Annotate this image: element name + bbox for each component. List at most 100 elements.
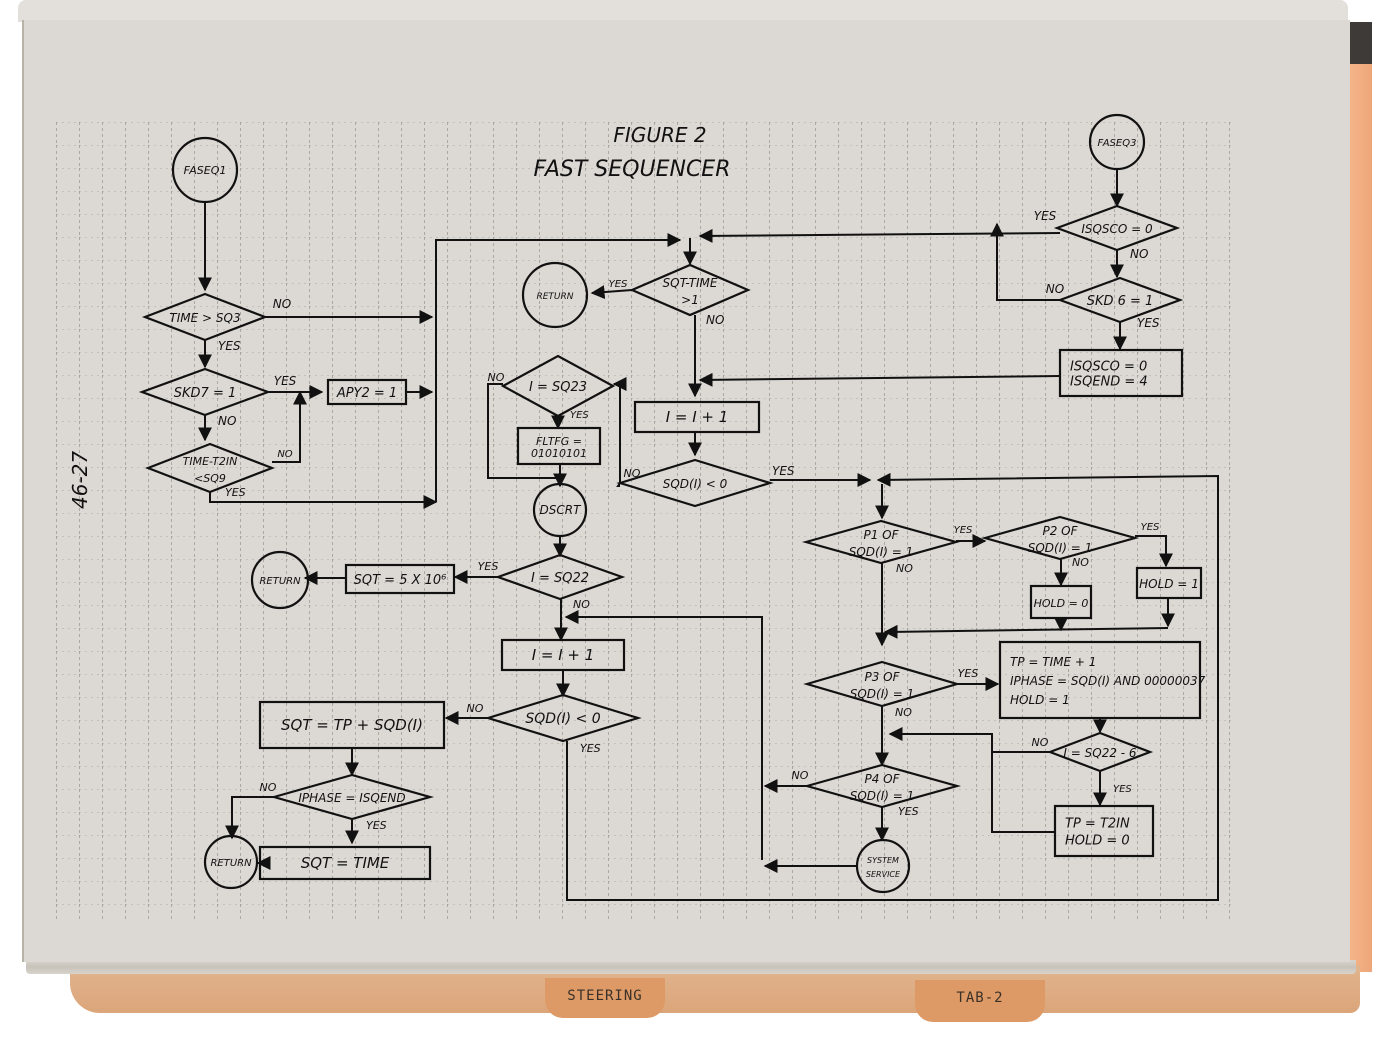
time-gt-sq3-text: TIME > SQ3 <box>169 311 240 325</box>
sqt-time-text: >1 <box>681 293 699 307</box>
skd7-text: SKD7 = 1 <box>174 386 237 401</box>
i-eq-sq22-text: I = SQ22 <box>531 571 589 586</box>
yes-label: YES <box>772 464 795 478</box>
yes-label: YES <box>1034 209 1057 223</box>
figure-subtitle: FAST SEQUENCER <box>533 157 730 182</box>
yes-label: YES <box>580 742 601 755</box>
i-inc-top-text: I = I + 1 <box>666 408 729 426</box>
isqsco-set-text: ISQSCO = 0 <box>1070 359 1147 374</box>
system-service-text: SYSTEM <box>867 856 899 865</box>
no-label: NO <box>896 562 913 575</box>
i-eq-sq22-decision <box>494 553 626 601</box>
no-label: NO <box>792 769 809 782</box>
no-label: NO <box>218 414 236 428</box>
p1-text: SQD(I) = 1 <box>849 545 914 559</box>
system-service-text: SERVICE <box>866 870 901 879</box>
p1-text: P1 OF <box>863 528 899 542</box>
connector-line <box>209 492 438 509</box>
no-label: NO <box>895 706 912 719</box>
yes-label: YES <box>225 486 246 499</box>
yes-label: YES <box>954 525 973 536</box>
yes-label: YES <box>1141 522 1160 533</box>
yes-label: YES <box>1137 316 1160 330</box>
iphase-eq-text: IPHASE = ISQEND <box>298 791 405 805</box>
connector-line <box>888 727 993 752</box>
binder-edge <box>1348 22 1372 972</box>
connector-line <box>1135 535 1173 568</box>
time-t2in-decision <box>144 442 276 494</box>
no-label: NO <box>1032 736 1049 749</box>
yes-label: YES <box>958 667 979 680</box>
no-label: NO <box>277 449 292 460</box>
tp-t2in-text: HOLD = 0 <box>1065 833 1130 848</box>
page-top-edge <box>18 0 1348 22</box>
isqsco-eq0-text: ISQSCO = 0 <box>1081 222 1153 236</box>
time-t2in-text: TIME-T2IN <box>183 455 238 468</box>
yes-label: YES <box>218 339 241 353</box>
p3-text: P3 OF <box>864 670 900 684</box>
return-mid-text: RETURN <box>259 576 301 587</box>
return-bot-text: RETURN <box>210 858 252 869</box>
time-t2in-text: <SQ9 <box>194 472 226 485</box>
hold0-text: HOLD = 0 <box>1034 597 1089 610</box>
sqt-5x10-text: SQT = 5 X 10⁶ <box>354 573 447 588</box>
p2-text: P2 OF <box>1042 524 1078 538</box>
binder-corner <box>1348 22 1372 64</box>
faseq3-text: FASEQ3 <box>1098 138 1137 149</box>
i-eq-sq23-text: I = SQ23 <box>529 380 587 395</box>
yes-label: YES <box>366 819 387 832</box>
p2-text: SQD(I) = 1 <box>1028 541 1093 555</box>
no-label: NO <box>573 598 590 611</box>
hold1-text: HOLD = 1 <box>1139 577 1199 591</box>
connector-line <box>883 624 1169 639</box>
sqt-time-text: SQT-TIME <box>663 276 718 290</box>
yes-label: YES <box>478 560 499 573</box>
i-sq22-6-decision <box>1046 731 1154 773</box>
iphase-eq-decision <box>269 773 435 821</box>
connector-line <box>564 610 763 860</box>
skd6-decision <box>1056 276 1184 324</box>
sqdi-lt0-top-decision <box>616 458 774 508</box>
no-label: NO <box>467 702 484 715</box>
yes-label: YES <box>274 374 297 388</box>
sqt-tp-text: SQT = TP + SQD(I) <box>281 716 423 734</box>
isqsco-set-text: ISQEND = 4 <box>1070 375 1148 390</box>
no-label: NO <box>624 467 641 480</box>
tp-time-text: IPHASE = SQD(I) AND 00000037 <box>1010 674 1206 688</box>
i-inc-mid-text: I = I + 1 <box>532 646 595 664</box>
yes-label: YES <box>570 410 589 421</box>
no-label: NO <box>260 781 277 794</box>
connector-line <box>991 751 1055 833</box>
connector-line <box>225 796 274 840</box>
tp-time-text: TP = TIME + 1 <box>1010 655 1096 669</box>
p2-decision <box>980 515 1140 561</box>
connector-line <box>435 233 682 502</box>
i-sq22-6-text: I = SQ22 - 6 <box>1063 746 1137 760</box>
yes-label: YES <box>898 805 919 818</box>
connector-line <box>698 372 1061 387</box>
connector-line <box>990 222 1060 301</box>
faseq1-text: FASEQ1 <box>184 164 227 177</box>
yes-label: YES <box>1113 784 1132 795</box>
no-label: NO <box>273 297 291 311</box>
figure-title: FIGURE 2 <box>613 123 706 147</box>
index-tab-steering[interactable]: STEERING <box>545 978 665 1018</box>
tp-time-text: HOLD = 1 <box>1010 693 1070 707</box>
p4-decision <box>802 763 962 809</box>
return-top-terminal <box>521 261 589 329</box>
index-tab-right[interactable]: TAB-2 <box>915 980 1045 1022</box>
connector-line <box>612 377 627 484</box>
p3-text: SQD(I) = 1 <box>850 687 915 701</box>
p4-text: SQD(I) = 1 <box>850 789 915 803</box>
yes-label: YES <box>609 279 628 290</box>
connector-line <box>566 472 1219 901</box>
no-label: NO <box>488 371 505 384</box>
p4-text: P4 OF <box>864 772 900 786</box>
connector-line <box>272 390 307 463</box>
return-top-text: RETURN <box>536 292 573 302</box>
connector-line <box>487 383 560 479</box>
no-label: NO <box>1130 247 1148 261</box>
page-stack <box>26 960 1356 974</box>
sqt-time-decision <box>629 263 751 317</box>
